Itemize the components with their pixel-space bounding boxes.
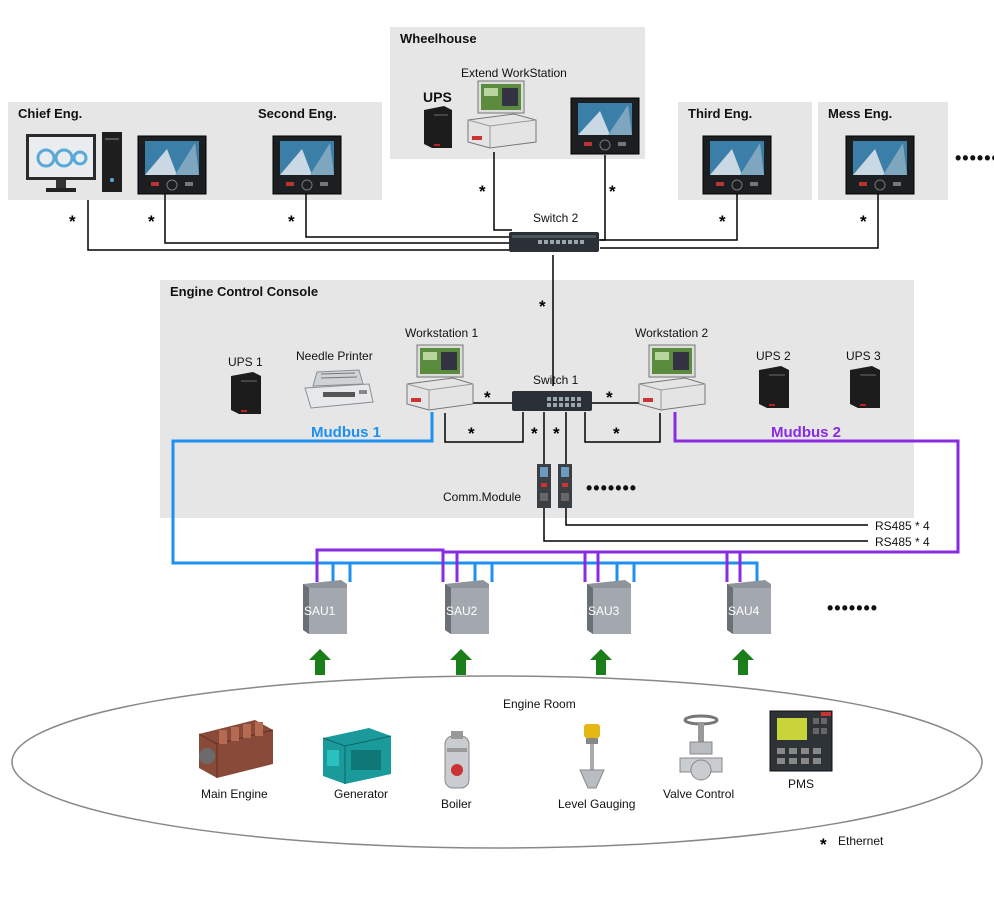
label-pms: PMS <box>788 777 815 791</box>
generator-icon <box>322 728 392 784</box>
needle-printer-icon <box>304 369 374 409</box>
label-boiler: Boiler <box>441 797 472 811</box>
workstation-1-icon <box>406 344 474 411</box>
label-rs485-a: RS485 * 4 <box>875 519 930 533</box>
level-gauging-icon <box>579 724 605 789</box>
label-mudbus-1: Mudbus 1 <box>311 424 381 441</box>
label-switch-1: Switch 1 <box>533 373 579 387</box>
label-sau-4: SAU4 <box>728 604 760 618</box>
ups-icon-3 <box>850 366 880 408</box>
legend-ethernet-label: Ethernet <box>838 834 884 848</box>
sau-4-icon <box>727 580 771 634</box>
ethernet-star-switch-link: * <box>539 297 546 316</box>
monitor-icon-third <box>702 135 772 195</box>
label-main-engine: Main Engine <box>201 787 268 801</box>
ethernet-star-wheelhouse-monitor: * <box>609 182 616 201</box>
sau-3-icon <box>587 580 631 634</box>
pms-icon <box>769 710 833 772</box>
extend-workstation-icon <box>467 80 537 149</box>
ethernet-star-comm-b: * <box>553 424 560 443</box>
workstation-2-icon <box>638 344 706 411</box>
main-engine-icon <box>198 720 274 778</box>
label-comm-module: Comm.Module <box>443 490 522 504</box>
label-needle-printer: Needle Printer <box>296 349 373 363</box>
comm-module-more: ••••••• <box>586 478 638 498</box>
ethernet-star-chief-monitor: * <box>148 212 155 231</box>
sau-1-icon <box>303 580 347 634</box>
ethernet-star-wheelhouse-ws: * <box>479 182 486 201</box>
panel-title-console: Engine Control Console <box>170 284 319 299</box>
label-generator: Generator <box>334 787 389 801</box>
label-extend-workstation: Extend WorkStation <box>461 66 567 80</box>
label-sau-3: SAU3 <box>588 604 620 618</box>
label-ups-3: UPS 3 <box>846 349 881 363</box>
monitor-icon-chief <box>137 135 207 195</box>
monitor-icon-second <box>272 135 342 195</box>
switch-2-icon <box>509 232 599 252</box>
sau-2-icon <box>445 580 489 634</box>
label-sau-1: SAU1 <box>304 604 336 618</box>
arrow-up-icon-1 <box>309 649 331 675</box>
valve-control-icon <box>679 714 723 781</box>
label-mudbus-2: Mudbus 2 <box>771 424 841 441</box>
panel-title-mess: Mess Eng. <box>828 106 893 121</box>
panel-title-wheelhouse: Wheelhouse <box>400 31 477 46</box>
monitor-icon-wheelhouse <box>570 97 640 155</box>
ethernet-star-ws2-b: * <box>613 424 620 443</box>
label-ups-1: UPS 1 <box>228 355 263 369</box>
label-rs485-b: RS485 * 4 <box>875 535 930 549</box>
comm-module-icon <box>537 464 572 508</box>
ethernet-star-mess: * <box>860 212 867 231</box>
label-sau-2: SAU2 <box>446 604 478 618</box>
sau-more: ••••••• <box>827 598 879 618</box>
panel-title-second: Second Eng. <box>258 106 337 121</box>
label-engine-room: Engine Room <box>503 697 576 711</box>
ethernet-star-ws1-b: * <box>468 424 475 443</box>
ups-icon-1 <box>231 372 261 414</box>
ups-icon-wheelhouse <box>424 106 452 148</box>
label-workstation-1: Workstation 1 <box>405 326 479 340</box>
arrow-up-icon-4 <box>732 649 754 675</box>
ethernet-star-chief-pc: * <box>69 212 76 231</box>
ethernet-star-second: * <box>288 212 295 231</box>
panel-title-chief: Chief Eng. <box>18 106 83 121</box>
label-workstation-2: Workstation 2 <box>635 326 709 340</box>
panel-title-third: Third Eng. <box>688 106 753 121</box>
ethernet-star-ws1-a: * <box>484 388 491 407</box>
label-ups-wheelhouse: UPS <box>423 89 452 105</box>
switch-1-icon <box>512 391 592 411</box>
legend-ethernet-star: * <box>820 835 827 854</box>
monitor-icon-mess <box>845 135 915 195</box>
label-level-gauging: Level Gauging <box>558 797 636 811</box>
label-switch-2: Switch 2 <box>533 211 579 225</box>
label-ups-2: UPS 2 <box>756 349 791 363</box>
label-valve-control: Valve Control <box>663 787 735 801</box>
desktop-pc-icon <box>26 132 122 192</box>
arrow-up-icon-3 <box>590 649 612 675</box>
remote-stations-more: •••••• <box>955 148 994 168</box>
boiler-icon <box>444 731 470 789</box>
ethernet-star-third: * <box>719 212 726 231</box>
arrow-up-icon-2 <box>450 649 472 675</box>
ethernet-star-ws2-a: * <box>606 388 613 407</box>
ethernet-star-comm-a: * <box>531 424 538 443</box>
ups-icon-2 <box>759 366 789 408</box>
